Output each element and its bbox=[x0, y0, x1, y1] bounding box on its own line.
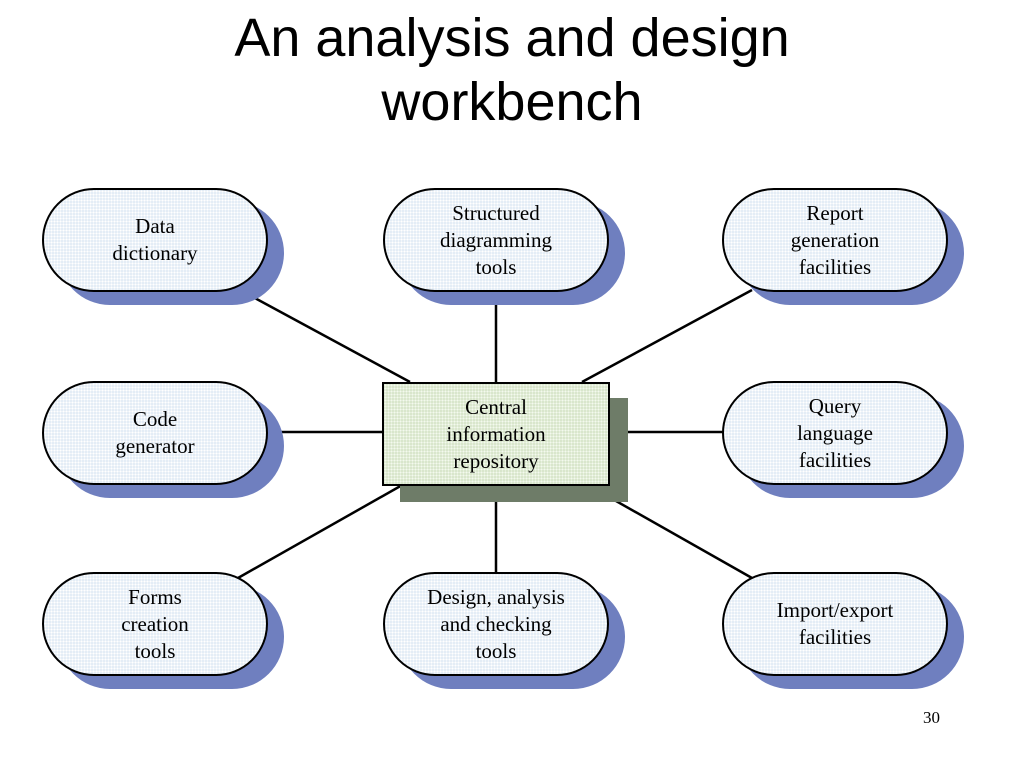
connector-report-generation bbox=[581, 288, 753, 384]
node-query-language-facilities: Query language facilities bbox=[722, 381, 964, 498]
node-structured-diagramming-tools: Structured diagramming tools bbox=[383, 188, 625, 305]
connector-forms-creation bbox=[237, 482, 405, 580]
slide-title-line-1: An analysis and design bbox=[234, 8, 790, 68]
node-label: Structured diagramming tools bbox=[440, 200, 552, 279]
node-label: Design, analysis and checking tools bbox=[427, 584, 565, 663]
page-number: 30 bbox=[923, 708, 940, 727]
node-design-analysis-checking-tools: Design, analysis and checking tools bbox=[383, 572, 625, 689]
node-label: Forms creation tools bbox=[121, 584, 189, 663]
node-label: Query language facilities bbox=[797, 393, 873, 472]
node-label: Data dictionary bbox=[112, 214, 198, 265]
node-report-generation-facilities: Report generation facilities bbox=[722, 188, 964, 305]
node-label: Code generator bbox=[115, 407, 195, 458]
connector-data-dictionary bbox=[239, 288, 411, 384]
node-label: Report generation facilities bbox=[790, 200, 880, 279]
node-import-export-facilities: Import/export facilities bbox=[722, 572, 964, 689]
node-label: Import/export facilities bbox=[776, 598, 894, 649]
node-central-information-repository: Central information repository bbox=[382, 382, 628, 502]
center-label: Central information repository bbox=[446, 394, 546, 473]
slide-title: An analysis and design workbench bbox=[0, 6, 1024, 134]
node-forms-creation-tools: Forms creation tools bbox=[42, 572, 284, 689]
slide-title-line-2: workbench bbox=[381, 72, 643, 132]
node-code-generator: Code generator bbox=[42, 381, 284, 498]
node-data-dictionary: Data dictionary bbox=[42, 188, 284, 305]
